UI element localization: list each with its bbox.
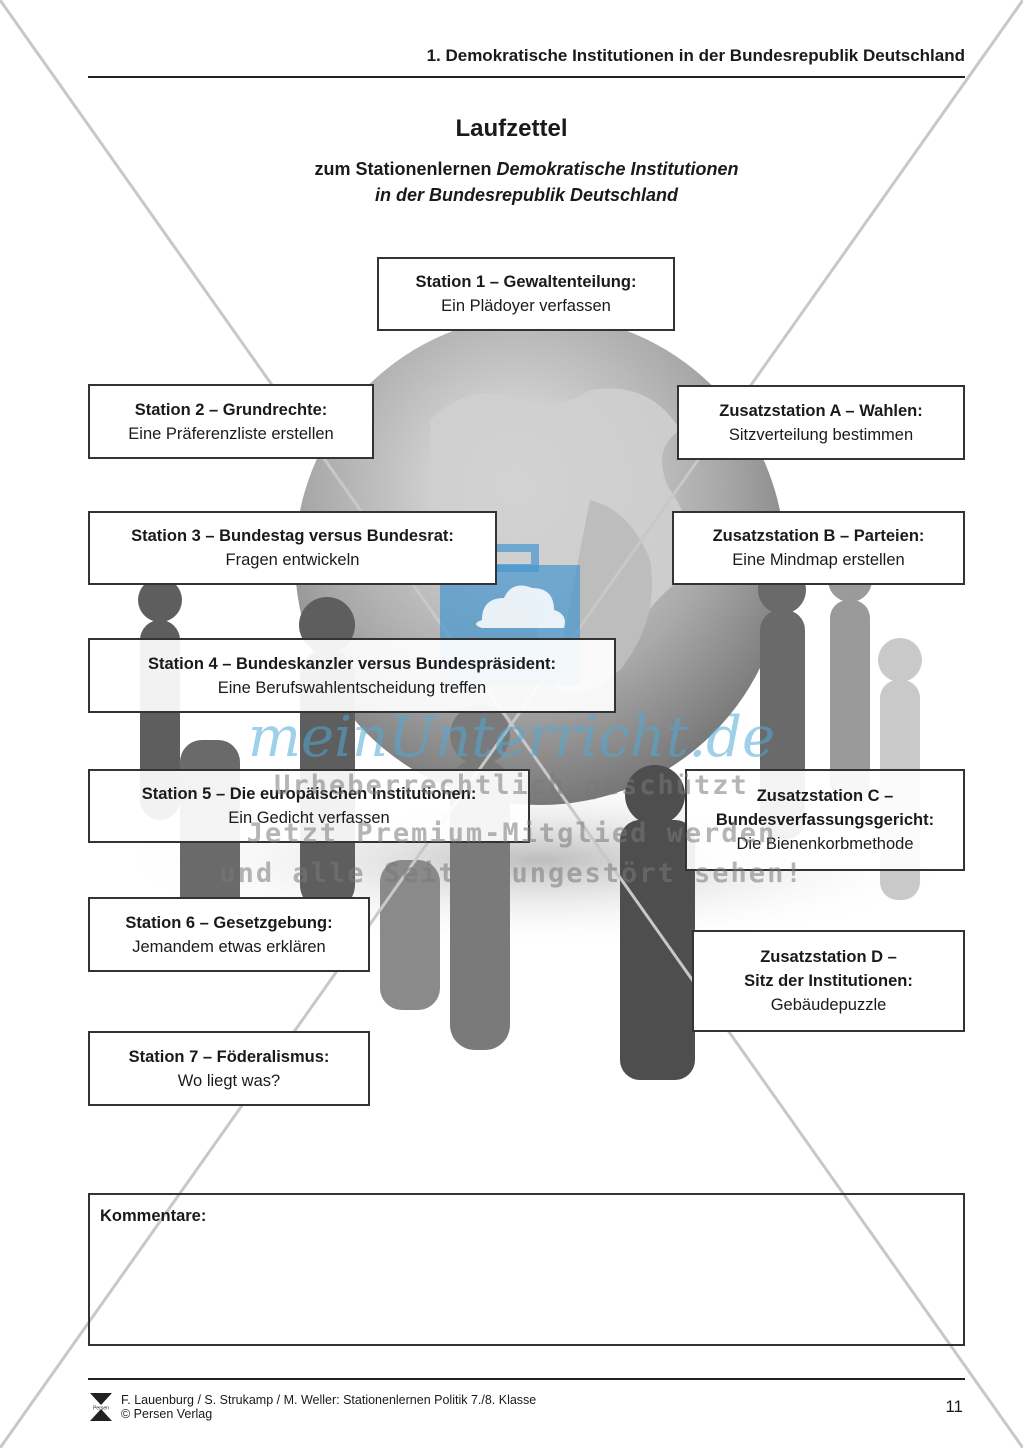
- zusatzstation-c-box: Zusatzstation C – Bundesverfassungsgeric…: [685, 769, 965, 871]
- station-5-box: Station 5 – Die europäischen Institution…: [88, 769, 530, 843]
- watermark-brand: meinUnterricht.de: [247, 705, 776, 770]
- page-number: 11: [945, 1397, 963, 1416]
- station-4-box: Station 4 – Bundeskanzler versus Bundesp…: [88, 638, 616, 713]
- station-7-box: Station 7 – Föderalismus: Wo liegt was?: [88, 1031, 370, 1106]
- comments-box[interactable]: Kommentare:: [88, 1193, 965, 1346]
- station-6-box: Station 6 – Gesetzgebung: Jemandem etwas…: [88, 897, 370, 972]
- station-1-box: Station 1 – Gewaltenteilung: Ein Plädoye…: [377, 257, 675, 331]
- svg-text:Persen: Persen: [93, 1406, 109, 1412]
- persen-logo-icon: Persen: [88, 1391, 114, 1423]
- page-subtitle: zum Stationenlernen Demokratische Instit…: [314, 159, 739, 205]
- zusatzstation-b-box: Zusatzstation B – Parteien: Eine Mindmap…: [672, 511, 965, 585]
- zusatzstation-d-box: Zusatzstation D – Sitz der Institutionen…: [692, 930, 965, 1032]
- footer-credits: F. Lauenburg / S. Strukamp / M. Weller: …: [121, 1393, 537, 1421]
- comments-label: Kommentare:: [100, 1207, 207, 1225]
- watermark-line-2: Jetzt Premium-Mitglied werden: [246, 818, 777, 849]
- page-title: Laufzettel: [455, 115, 568, 142]
- watermark-line-3: und alle Seiten ungestört sehen!: [219, 858, 804, 889]
- header-rule: [88, 76, 965, 78]
- station-2-box: Station 2 – Grundrechte: Eine Präferenzl…: [88, 384, 374, 459]
- watermark-line-1: Urheberrechtlich geschützt: [274, 770, 749, 801]
- zusatzstation-a-box: Zusatzstation A – Wahlen: Sitzverteilung…: [677, 385, 965, 460]
- station-3-box: Station 3 – Bundestag versus Bundesrat: …: [88, 511, 497, 585]
- footer-rule: [88, 1378, 965, 1380]
- chapter-header: 1. Demokratische Institutionen in der Bu…: [426, 46, 965, 65]
